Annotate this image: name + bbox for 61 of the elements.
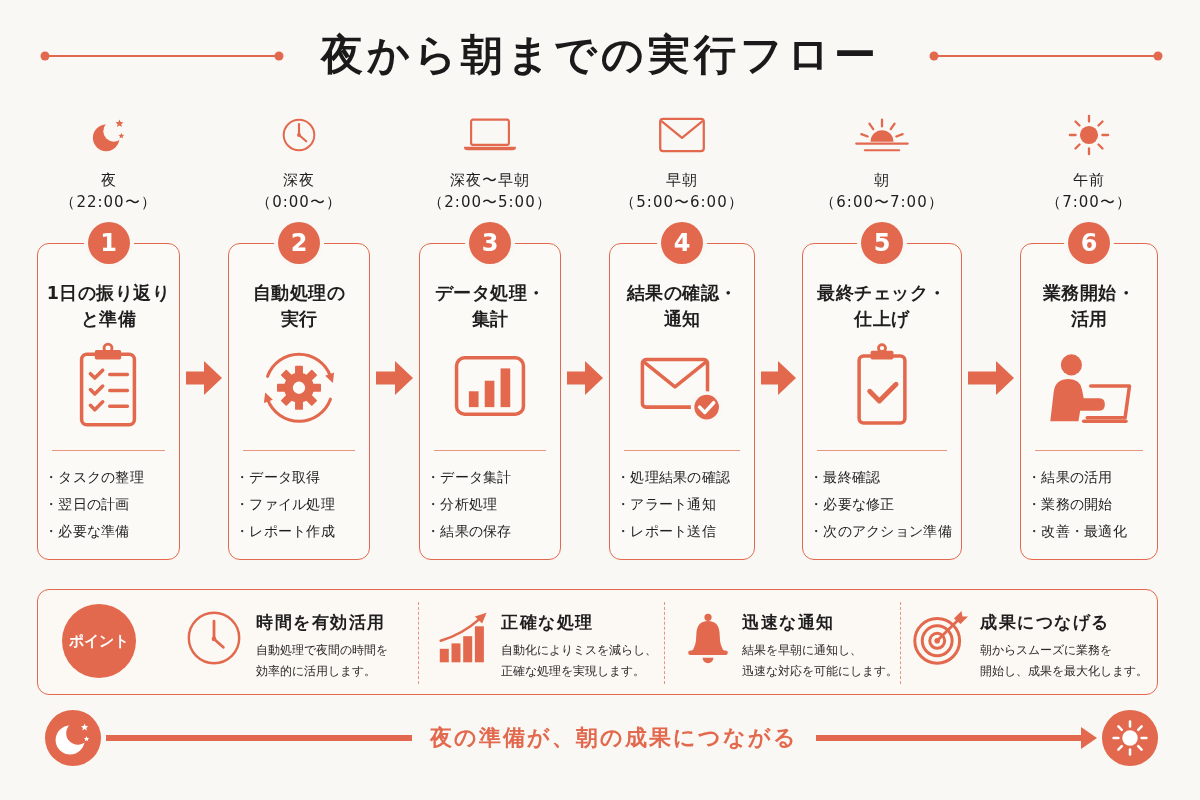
point-title: 正確な処理 — [501, 611, 594, 634]
point-text: 自動化によりミスを減らし、正確な処理を実現します。 — [501, 642, 657, 680]
step-title: 1日の振り返りと準備 — [45, 282, 172, 331]
points-panel — [37, 589, 1158, 695]
point-title: 迅速な通知 — [742, 611, 835, 634]
point-tag: ポイント — [62, 604, 136, 678]
time-range: （7:00〜） — [1046, 192, 1132, 213]
point-text: 結果を早朝に通知し、迅速な対応を可能にします。 — [742, 642, 898, 680]
edge-label: 夜の準備が、朝の成果につながる — [411, 723, 816, 753]
step-number: 4 — [661, 222, 703, 264]
step-number: 6 — [1068, 222, 1110, 264]
arrow — [186, 361, 222, 395]
point-title: 時間を有効活用 — [256, 611, 386, 634]
sun-icon — [1101, 709, 1159, 767]
point-text: 自動処理で夜間の時間を効率的に活用します。 — [256, 642, 388, 680]
period-label: 夜 — [100, 170, 117, 191]
step-title: 結果の確認・通知 — [625, 282, 739, 331]
time-range: （5:00〜6:00） — [620, 192, 744, 213]
period-label: 深夜 — [283, 170, 315, 191]
task-item: ・必要な準備 — [44, 522, 130, 541]
time-range: （0:00〜） — [256, 192, 342, 213]
task-item: ・レポート送信 — [616, 522, 717, 541]
step-title: データ処理・集計 — [433, 282, 547, 331]
task-item: ・最終確認 — [809, 468, 881, 487]
task-item: ・改善・最適化 — [1027, 522, 1128, 541]
time-range: （2:00〜5:00） — [428, 192, 552, 213]
step-number: 2 — [278, 222, 320, 264]
task-item: ・必要な修正 — [809, 495, 895, 514]
title: 夜から朝までの実行フロー — [320, 29, 880, 81]
moon-icon — [44, 709, 102, 767]
step-title: 業務開始・活用 — [1041, 282, 1137, 331]
task-item: ・処理結果の確認 — [616, 468, 731, 487]
period-label: 早朝 — [666, 170, 698, 191]
arrow — [376, 361, 413, 395]
time-range: （6:00〜7:00） — [820, 192, 944, 213]
step-number: 1 — [87, 222, 130, 264]
point-text: 朝からスムーズに業務を開始し、成果を最大化します。 — [980, 642, 1148, 680]
step-title: 自動処理の実行 — [251, 282, 347, 331]
task-item: ・データ取得 — [235, 468, 321, 487]
step-number: 5 — [861, 222, 903, 264]
task-item: ・アラート通知 — [616, 495, 717, 514]
step-title: 最終チェック・仕上げ — [816, 282, 948, 331]
period-label: 深夜〜早朝 — [450, 170, 530, 191]
task-item: ・業務の開始 — [1027, 495, 1113, 514]
task-item: ・データ集計 — [426, 468, 512, 487]
step-number: 3 — [469, 222, 511, 264]
time-range: （22:00〜） — [60, 192, 157, 213]
task-item: ・結果の活用 — [1027, 468, 1113, 487]
arrow — [567, 361, 603, 395]
period-label: 朝 — [874, 170, 890, 191]
task-item: ・結果の保存 — [426, 522, 512, 541]
task-item: ・レポート作成 — [235, 522, 336, 541]
task-item: ・分析処理 — [426, 495, 498, 514]
arrow — [761, 361, 796, 395]
arrow — [968, 361, 1014, 395]
task-item: ・ファイル処理 — [235, 495, 336, 514]
task-item: ・タスクの整理 — [44, 468, 145, 487]
task-item: ・次のアクション準備 — [809, 522, 952, 541]
period-label: 午前 — [1073, 170, 1105, 191]
point-title: 成果につなげる — [980, 611, 1110, 634]
task-item: ・翌日の計画 — [44, 495, 130, 514]
